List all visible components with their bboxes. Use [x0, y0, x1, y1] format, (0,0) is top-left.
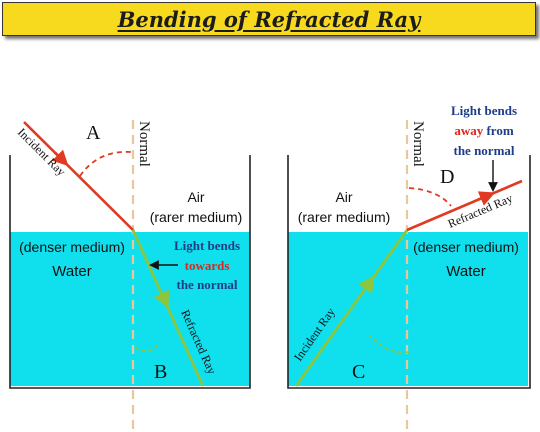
- right-panel: C D Normal Incident Ray Refracted Ray Ai…: [287, 103, 531, 430]
- left-angle-arc-incidence: [79, 151, 132, 177]
- left-panel: A B Normal Incident Ray Refracted Ray Ai…: [9, 120, 251, 430]
- right-note-line1: Light bends: [451, 103, 517, 118]
- left-normal-label: Normal: [136, 121, 152, 167]
- left-note-line1: Light bends: [174, 238, 240, 253]
- left-denser-label: (denser medium): [19, 239, 125, 255]
- right-angle-label-c: C: [352, 361, 365, 383]
- left-water-label: Water: [52, 263, 91, 280]
- right-container: [287, 155, 531, 389]
- title-banner: Bending of Refracted Ray: [2, 2, 536, 36]
- right-refracted-arrow: [477, 191, 496, 206]
- right-angle-arc-incidence: [369, 335, 410, 354]
- left-container: [9, 155, 251, 389]
- right-note-line2: away from: [454, 123, 514, 138]
- right-note-away: away: [454, 123, 483, 138]
- page-title: Bending of Refracted Ray: [117, 6, 421, 32]
- right-air-label: Air: [335, 189, 352, 205]
- right-angle-arc-refraction: [408, 187, 452, 207]
- left-note-line2: towards: [185, 258, 230, 273]
- left-incident-label: Incident Ray: [15, 125, 68, 178]
- left-incident-arrow: [51, 149, 69, 167]
- left-angle-label-a: A: [86, 122, 101, 144]
- right-water-label: Water: [446, 263, 485, 280]
- right-refracted-label: Refracted Ray: [446, 191, 515, 231]
- right-rarer-label: (rarer medium): [298, 209, 391, 225]
- right-refracted-ray: [406, 179, 523, 232]
- left-note-line3: the normal: [176, 277, 237, 292]
- left-angle-arc-refraction: [134, 343, 159, 353]
- left-water: [10, 232, 250, 386]
- left-rarer-label: (rarer medium): [150, 209, 243, 225]
- left-angle-label-b: B: [154, 361, 167, 383]
- right-angle-label-d: D: [440, 166, 454, 188]
- left-incident-ray: [23, 121, 134, 231]
- right-denser-label: (denser medium): [413, 239, 519, 255]
- right-normal-label: Normal: [410, 121, 426, 167]
- right-note-from: from: [483, 123, 514, 138]
- right-note-line3: the normal: [453, 143, 514, 158]
- right-incident-ray: [294, 229, 409, 387]
- left-refracted-arrow: [153, 289, 170, 309]
- right-incident-arrow: [358, 275, 375, 294]
- left-air-label: Air: [187, 189, 204, 205]
